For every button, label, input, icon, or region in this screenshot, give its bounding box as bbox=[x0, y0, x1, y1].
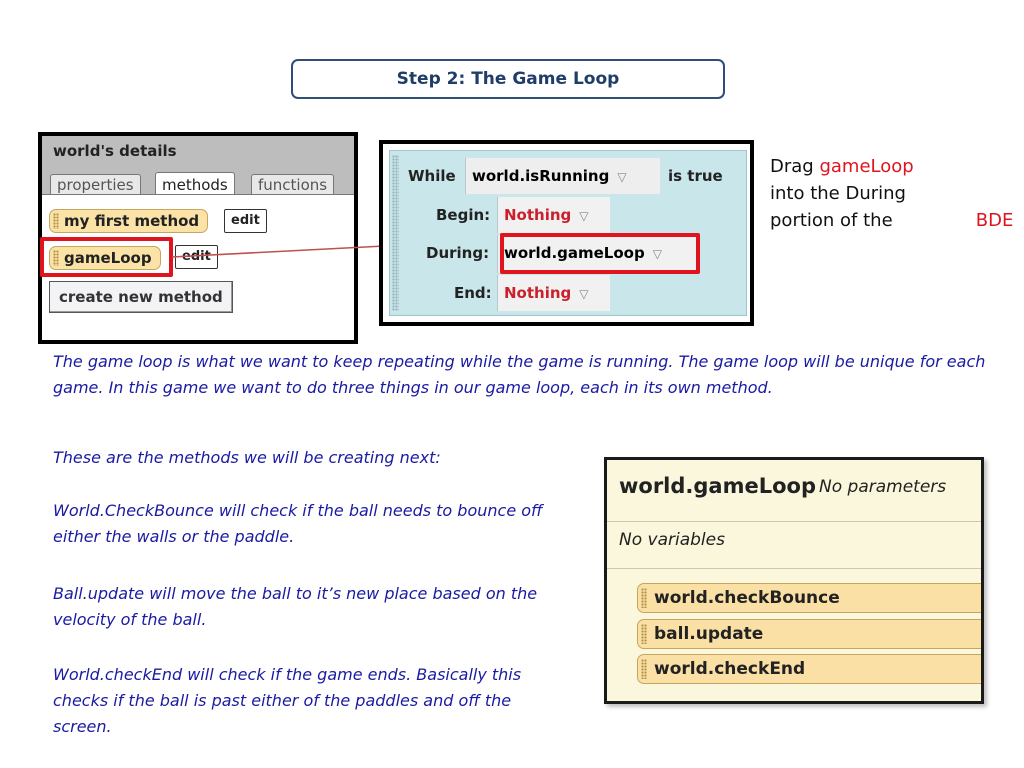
during-value: world.gameLoop bbox=[504, 244, 645, 262]
dropdown-arrow-icon: ▽ bbox=[652, 247, 662, 261]
methods-intro-text: These are the methods we will be creatin… bbox=[53, 448, 441, 467]
instruction-middle: into the During portion of the bbox=[770, 183, 906, 231]
method-name: world.gameLoop bbox=[619, 474, 816, 498]
details-header: world's details properties methods funct… bbox=[42, 136, 354, 197]
tab-properties[interactable]: properties bbox=[50, 174, 141, 196]
begin-value: Nothing bbox=[504, 206, 572, 224]
is-true-label: is true bbox=[668, 167, 723, 185]
world-details-panel: world's details properties methods funct… bbox=[38, 132, 358, 344]
drag-instruction: Drag gameLoop into the During portion of… bbox=[770, 153, 1020, 234]
dropdown-arrow-icon: ▽ bbox=[617, 170, 627, 184]
tab-functions[interactable]: functions bbox=[251, 174, 335, 196]
method-parameters: No parameters bbox=[819, 477, 947, 497]
gameloop-method-panel: world.gameLoop No parameters No variable… bbox=[604, 457, 984, 704]
dropdown-arrow-icon: ▽ bbox=[579, 209, 589, 223]
checkend-description: World.checkEnd will check if the game en… bbox=[53, 665, 522, 736]
during-slot[interactable]: world.gameLoop ▽ bbox=[497, 235, 697, 273]
method-variables: No variables bbox=[619, 530, 725, 550]
statement-ball-update[interactable]: ball.update bbox=[637, 619, 981, 649]
slide-title: Step 2: The Game Loop bbox=[291, 59, 725, 99]
condition-value: world.isRunning bbox=[472, 167, 610, 185]
checkbounce-description: World.CheckBounce will check if the ball… bbox=[53, 501, 543, 546]
while-label: While bbox=[408, 167, 456, 185]
during-highlight-box bbox=[500, 233, 700, 274]
ball-update-description: Ball.update will move the ball to it’s n… bbox=[53, 584, 538, 629]
method-divider bbox=[607, 568, 981, 569]
begin-label: Begin: bbox=[436, 206, 491, 224]
intro-paragraph: The game loop is what we want to keep re… bbox=[53, 352, 986, 397]
begin-slot[interactable]: Nothing ▽ bbox=[497, 197, 610, 233]
statement-check-bounce[interactable]: world.checkBounce bbox=[637, 583, 981, 613]
methods-list: my first method edit gameLoop edit creat… bbox=[40, 194, 354, 340]
end-label: End: bbox=[454, 284, 492, 302]
tab-methods[interactable]: methods bbox=[155, 172, 235, 197]
end-slot[interactable]: Nothing ▽ bbox=[497, 275, 610, 311]
while-block-panel: While world.isRunning ▽ is true Begin: No… bbox=[379, 140, 754, 326]
edit-gameloop-button[interactable]: edit bbox=[175, 245, 218, 269]
instruction-method: gameLoop bbox=[819, 156, 914, 177]
method-header: world.gameLoop No parameters bbox=[607, 460, 981, 522]
statement-check-end[interactable]: world.checkEnd bbox=[637, 654, 981, 684]
while-block[interactable]: While world.isRunning ▽ is true Begin: No… bbox=[389, 150, 747, 316]
create-new-method-button[interactable]: create new method bbox=[49, 281, 233, 313]
dropdown-arrow-icon: ▽ bbox=[579, 287, 589, 301]
method-tile-my-first-method[interactable]: my first method bbox=[49, 209, 209, 233]
details-title: world's details bbox=[53, 142, 177, 160]
instruction-prefix: Drag bbox=[770, 156, 814, 177]
gameloop-highlight-box bbox=[40, 237, 173, 277]
edit-my-first-method-button[interactable]: edit bbox=[224, 209, 267, 233]
condition-dropdown[interactable]: world.isRunning ▽ bbox=[465, 158, 660, 194]
method-tile-gameloop[interactable]: gameLoop bbox=[49, 246, 161, 270]
end-value: Nothing bbox=[504, 284, 572, 302]
instruction-abbr: BDE bbox=[975, 210, 1014, 231]
during-label: During: bbox=[426, 244, 490, 262]
